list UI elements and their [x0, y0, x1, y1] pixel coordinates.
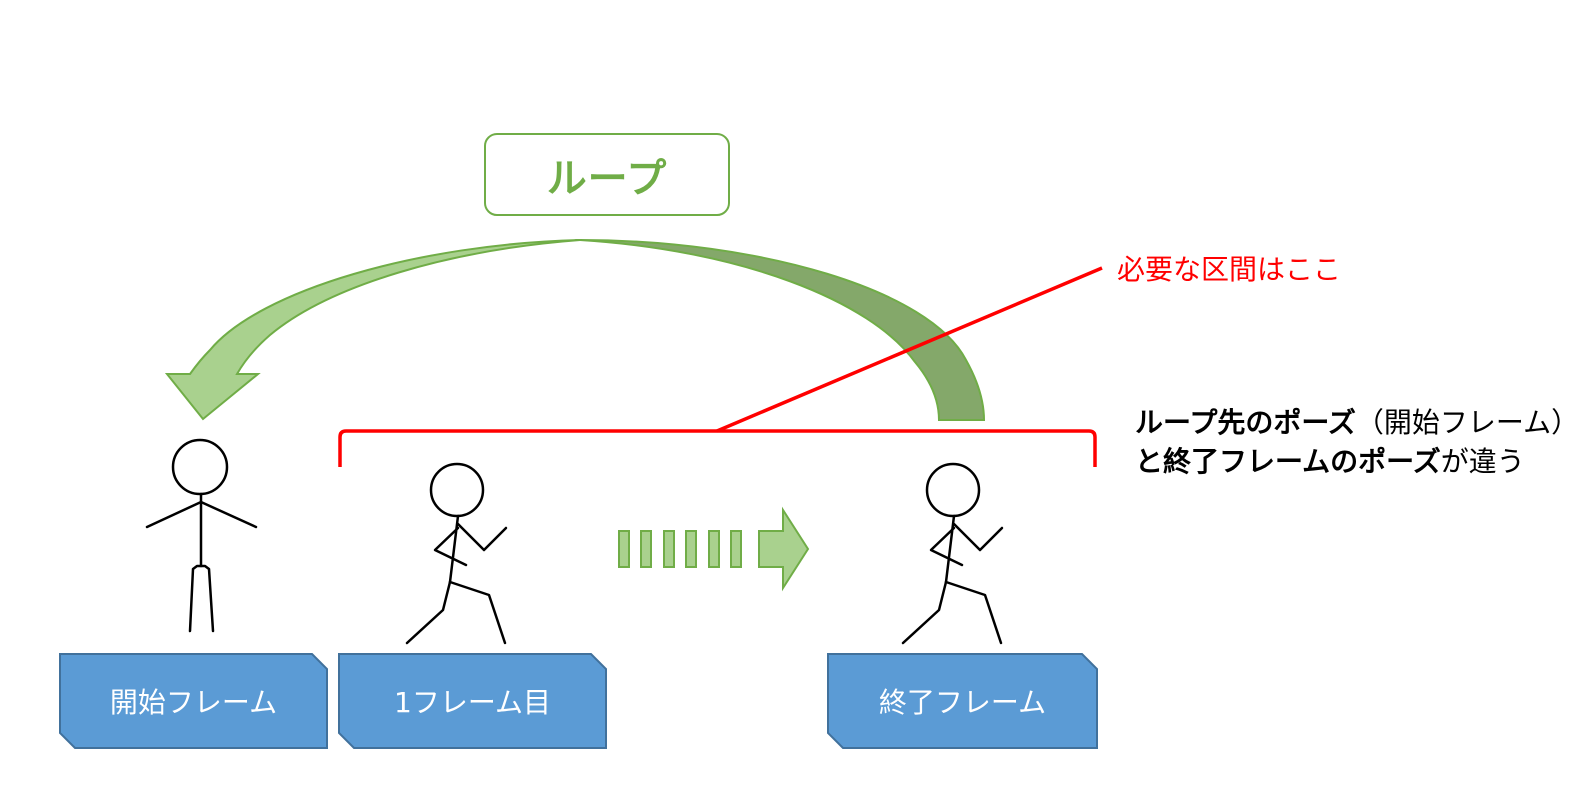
note-part-4: が違う [1440, 445, 1525, 478]
frame-box-first [338, 653, 607, 749]
pose-mismatch-note: ループ先のポーズ（開始フレーム） と終了フレームのポーズが違う [1135, 403, 1588, 481]
standing-figure-icon [145, 438, 258, 633]
frame-box-start [59, 653, 328, 749]
frame-label-end: 終了フレーム [878, 686, 1047, 719]
loop-arrow-tail [579, 239, 986, 421]
frame-label-first: 1フレーム目 [394, 686, 551, 719]
frame-box-end [827, 653, 1098, 749]
required-section-bracket [338, 429, 1097, 467]
loop-arrow-head [164, 239, 581, 421]
required-section-label: 必要な区間はここ [1117, 253, 1342, 286]
loop-label: ループ [546, 155, 668, 202]
frame-label-start: 開始フレーム [109, 686, 278, 719]
loop-label-box: ループ [484, 133, 730, 216]
loop-curved-arrow [164, 239, 986, 421]
note-part-2: （開始フレーム） [1355, 406, 1580, 439]
note-part-3: と終了フレームのポーズ [1135, 445, 1441, 478]
striped-right-arrow-icon [618, 506, 810, 592]
required-section-pointer-line [716, 266, 1103, 433]
running-figure-icon [405, 462, 508, 645]
running-figure-end-icon [901, 462, 1004, 645]
note-part-1: ループ先のポーズ [1135, 406, 1356, 439]
